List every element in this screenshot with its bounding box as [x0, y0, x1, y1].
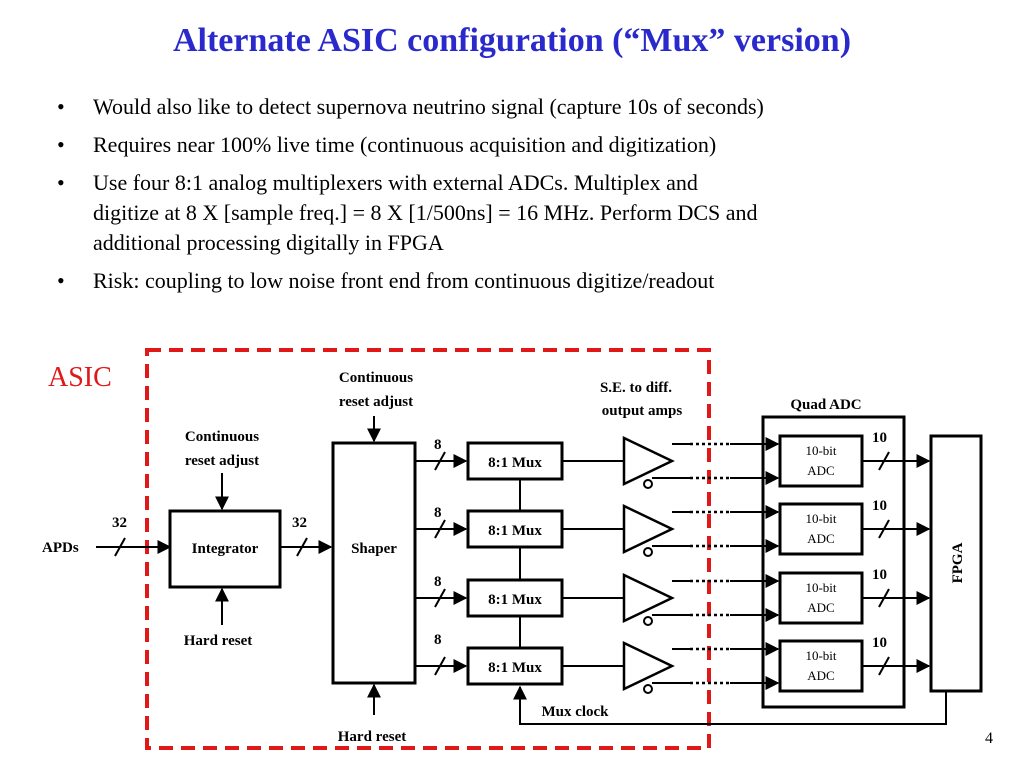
integrator-top-label: reset adjust [185, 453, 259, 469]
mux-label: 8:1 Mux [488, 523, 542, 539]
slide-number: 4 [985, 730, 993, 747]
bullet-item: • Would also like to detect supernova ne… [55, 92, 985, 122]
bullet-item: • Use four 8:1 analog multiplexers with … [55, 168, 985, 258]
quad-adc-block [761, 415, 906, 709]
bullet-dot-icon: • [57, 268, 65, 293]
integrator-hard-reset-label: Hard reset [184, 633, 252, 649]
asic-boundary [145, 348, 711, 750]
bullet-text: additional processing digitally in FPGA [93, 230, 444, 255]
mux-bus-width: 8 [434, 632, 442, 648]
adc-block [778, 434, 864, 488]
bullet-item: • Requires near 100% live time (continuo… [55, 130, 985, 160]
bus-slash [296, 537, 308, 557]
adc-label: ADC [807, 600, 834, 615]
bus-slash [434, 519, 446, 539]
amp-inverting-bubble-icon [643, 616, 653, 626]
diff-amp-icon [622, 641, 675, 691]
adc-bus-width: 10 [872, 498, 887, 514]
asic-label: ASIC [48, 362, 112, 393]
bus-slash [878, 656, 890, 676]
bus-slash [434, 588, 446, 608]
adc-label: ADC [807, 668, 834, 683]
mux-clock-label: Mux clock [541, 704, 609, 720]
bullet-dot-icon: • [57, 132, 65, 157]
bullet-list: • Would also like to detect supernova ne… [55, 92, 985, 304]
bullet-dot-icon: • [57, 94, 65, 119]
adc-block [778, 502, 864, 556]
adc-bus-width: 10 [872, 430, 887, 446]
bus-slash [878, 519, 890, 539]
integrator-block [168, 509, 282, 589]
adc-bus-width: 10 [872, 567, 887, 583]
bullet-text: Requires near 100% live time (continuous… [93, 132, 717, 157]
adc-block [778, 571, 864, 625]
mux-block [466, 509, 564, 549]
quad-adc-label: Quad ADC [790, 397, 861, 413]
shaper-hard-reset-label: Hard reset [338, 729, 406, 745]
apds-bus-width: 32 [112, 515, 127, 531]
bullet-text: Risk: coupling to low noise front end fr… [93, 268, 715, 293]
amp-inverting-bubble-icon [643, 547, 653, 557]
bullet-dot-icon: • [57, 170, 65, 195]
mux-label: 8:1 Mux [488, 592, 542, 608]
fpga-block [929, 434, 983, 693]
shaper-top-label: reset adjust [339, 394, 413, 410]
diff-amp-icon [622, 436, 675, 486]
bus-slash [114, 537, 126, 557]
adc-bus-width: 10 [872, 635, 887, 651]
integrator-top-label: Continuous [185, 429, 259, 445]
apds-label: APDs [42, 540, 79, 556]
channel-4: 8 8:1 Mux 10-bit ADC 10 [415, 632, 931, 694]
mux-bus-width: 8 [434, 574, 442, 590]
bus-slash [434, 656, 446, 676]
shaper-label: Shaper [351, 541, 397, 557]
amp-inverting-bubble-icon [643, 479, 653, 489]
bullet-text: Would also like to detect supernova neut… [93, 94, 764, 119]
adc-label: 10-bit [805, 511, 836, 526]
channel-1: 8 8:1 Mux 10-bit ADC 10 [415, 430, 931, 489]
fpga-label: FPGA [950, 542, 966, 583]
mux-bus-width: 8 [434, 505, 442, 521]
adc-block [778, 639, 864, 693]
bus-slash [878, 451, 890, 471]
amps-label: output amps [602, 403, 683, 419]
mux-label: 8:1 Mux [488, 660, 542, 676]
bullet-text: digitize at 8 X [sample freq.] = 8 X [1/… [93, 200, 758, 225]
shaper-block [331, 441, 417, 685]
shaper-top-label: Continuous [339, 370, 413, 386]
bus-slash [434, 451, 446, 471]
slide-title: Alternate ASIC configuration (“Mux” vers… [172, 22, 852, 59]
amps-label: S.E. to diff. [600, 380, 672, 396]
channel-2: 8 8:1 Mux 10-bit ADC 10 [415, 498, 931, 557]
bullet-text: Use four 8:1 analog multiplexers with ex… [93, 170, 698, 195]
diff-amp-icon [622, 573, 675, 623]
channel-3: 8 8:1 Mux 10-bit ADC 10 [415, 567, 931, 626]
mux-label: 8:1 Mux [488, 455, 542, 471]
adc-label: 10-bit [805, 648, 836, 663]
integrator-label: Integrator [192, 541, 259, 557]
integrator-bus-width: 32 [292, 515, 307, 531]
mux-clock-wire [513, 685, 947, 725]
adc-label: ADC [807, 463, 834, 478]
adc-label: 10-bit [805, 443, 836, 458]
bus-slash [878, 588, 890, 608]
diff-amp-icon [622, 504, 675, 554]
bullet-item: • Risk: coupling to low noise front end … [55, 266, 985, 296]
amp-inverting-bubble-icon [643, 684, 653, 694]
mux-bus-width: 8 [434, 437, 442, 453]
adc-label: ADC [807, 531, 834, 546]
adc-label: 10-bit [805, 580, 836, 595]
